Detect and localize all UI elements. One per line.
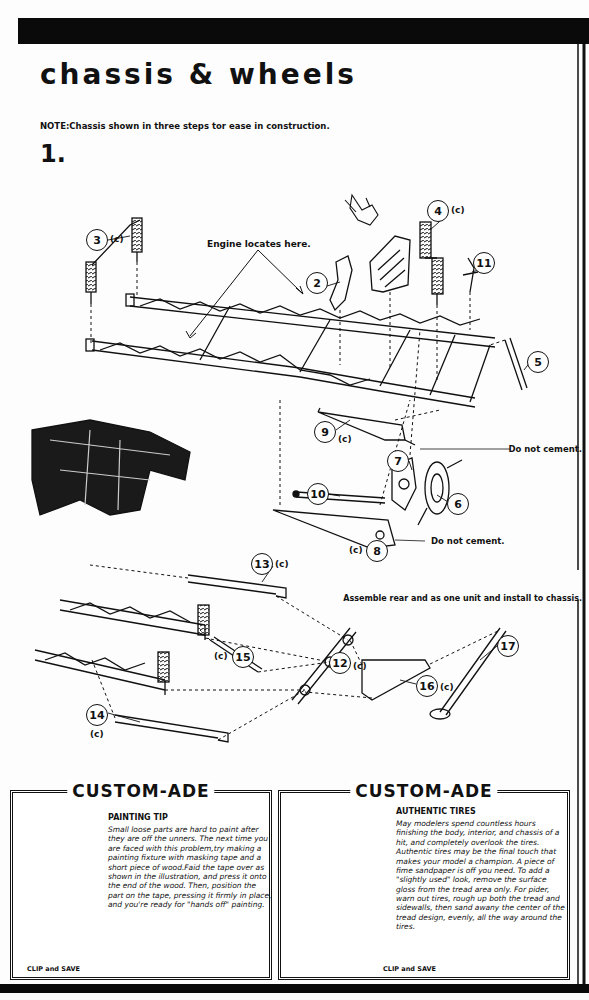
callout-number: 3 xyxy=(86,229,108,251)
note-label: Engine locates here. xyxy=(205,239,313,249)
callout-text: 5 xyxy=(534,356,542,369)
cement-mark: (c) xyxy=(90,729,104,739)
callout-text: 8 xyxy=(373,545,381,558)
callout-number: 8 xyxy=(366,540,388,562)
tip-title: AUTHENTIC TIRES xyxy=(396,807,566,816)
tip-panel: CUSTOM-ADEAUTHENTIC TIRESMay modelers sp… xyxy=(278,790,570,980)
clip-note: CLIP and SAVE xyxy=(381,965,438,973)
callout-number: 13 xyxy=(251,553,273,575)
callout-text: 17 xyxy=(500,640,515,653)
callout-text: 12 xyxy=(332,657,347,670)
callout-number: 6 xyxy=(447,493,469,515)
callout-number: 16 xyxy=(416,675,438,697)
callout-number: 4 xyxy=(427,200,449,222)
panel-heading: CUSTOM-ADE xyxy=(67,781,214,801)
note-label: Assemble rear and as one unit and instal… xyxy=(343,594,582,603)
callout-number: 7 xyxy=(387,450,409,472)
note-label: 1. xyxy=(40,140,66,168)
callout-text: 14 xyxy=(89,709,104,722)
callout-text: 16 xyxy=(419,680,434,693)
callout-text: 6 xyxy=(454,498,462,511)
note-label: Do not cement. xyxy=(508,444,582,454)
callout-number: 15 xyxy=(232,646,254,668)
callout-text: 13 xyxy=(254,558,269,571)
cement-mark: (c) xyxy=(275,559,289,569)
note-label: NOTE:Chassis shown in three steps tor ea… xyxy=(40,121,330,131)
callout-text: 3 xyxy=(93,234,101,247)
cement-mark: (c) xyxy=(338,434,352,444)
callout-number: 12 xyxy=(329,652,351,674)
callout-text: 11 xyxy=(476,257,491,270)
callout-text: 7 xyxy=(394,455,402,468)
callout-text: 2 xyxy=(313,277,321,290)
callout-number: 11 xyxy=(473,252,495,274)
cement-mark: (c) xyxy=(451,205,465,215)
callout-text: 10 xyxy=(310,488,325,501)
clip-note: CLIP and SAVE xyxy=(25,965,82,973)
callout-number: 9 xyxy=(314,421,336,443)
callout-text: 9 xyxy=(321,426,329,439)
callout-text: 4 xyxy=(434,205,442,218)
cement-mark: (c) xyxy=(349,545,363,555)
cement-mark: (c) xyxy=(353,661,367,671)
tip-panel: CUSTOM-ADEPAINTING TIPSmall loose parts … xyxy=(10,790,272,980)
cement-mark: (c) xyxy=(110,234,124,244)
tip-title: PAINTING TIP xyxy=(108,813,273,822)
callout-number: 10 xyxy=(307,483,329,505)
panel-heading: CUSTOM-ADE xyxy=(350,781,497,801)
callout-number: 17 xyxy=(497,635,519,657)
tip-body: May modelers spend countless hours finis… xyxy=(396,819,566,932)
tip-body: Small loose parts are hard to paint afte… xyxy=(108,825,273,909)
callout-number: 5 xyxy=(527,351,549,373)
callout-number: 14 xyxy=(86,704,108,726)
page-title: chassis & wheels xyxy=(40,58,357,91)
callout-number: 2 xyxy=(306,272,328,294)
cement-mark: (c) xyxy=(440,682,454,692)
note-label: Do not cement. xyxy=(431,536,505,546)
cement-mark: (c) xyxy=(214,651,228,661)
callout-text: 15 xyxy=(235,651,250,664)
